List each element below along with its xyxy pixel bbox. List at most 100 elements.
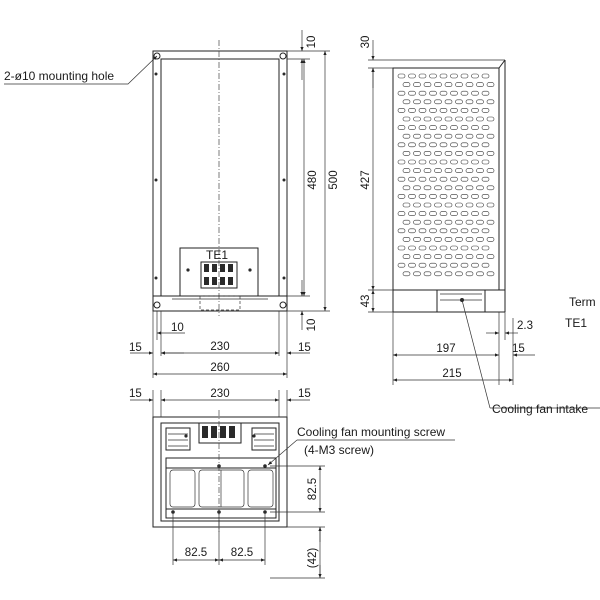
- vent-slot: [413, 99, 421, 105]
- vent-slot: [434, 185, 442, 191]
- vent-slot: [460, 73, 469, 79]
- frame-screw: [282, 72, 286, 76]
- dim-front-260: 260: [210, 362, 229, 374]
- vent-slot: [397, 108, 406, 113]
- mounting-hole-callout: 2-ø10 mounting hole: [4, 55, 158, 85]
- vent-slot: [408, 142, 416, 148]
- terminal-screw: [220, 277, 225, 285]
- vent-slot: [402, 202, 411, 208]
- terminal-fixing-screw: [248, 268, 252, 272]
- vent-slot: [434, 133, 442, 139]
- vent-slot: [476, 202, 484, 208]
- vent-slot: [439, 73, 448, 79]
- vent-slot: [486, 168, 495, 173]
- vent-slot: [423, 202, 432, 208]
- terminal-screw: [228, 264, 233, 272]
- bottom-terminal-screw: [211, 426, 217, 438]
- vent-slot: [418, 262, 427, 268]
- dim-bottom-right-15: 15: [298, 388, 311, 400]
- vent-slot: [465, 116, 474, 122]
- vent-slot: [402, 185, 411, 191]
- bottom-terminal-screw: [202, 426, 208, 438]
- vent-slot: [402, 271, 411, 277]
- bottom-vent-right: [251, 427, 277, 451]
- vent-slot: [402, 219, 411, 225]
- vent-slot: [471, 194, 479, 199]
- vent-slot: [434, 151, 442, 156]
- vent-slot: [460, 176, 469, 182]
- dim-bottom-82-5-vertical: 82.5: [307, 478, 319, 500]
- vent-slot: [402, 151, 411, 156]
- vent-slot: [444, 219, 453, 225]
- front-outer-plate: [152, 50, 288, 312]
- vent-slots: [397, 73, 495, 277]
- vent-slot: [465, 82, 474, 87]
- terminal-screw: [204, 264, 209, 272]
- dim-side-427: 427: [360, 170, 372, 189]
- vent-slot: [429, 176, 437, 182]
- vent-slot: [444, 82, 453, 87]
- vent-slot: [418, 142, 427, 148]
- mounting-hole-bottom-left: [153, 301, 161, 309]
- vent-slot: [434, 99, 442, 105]
- vent-slot: [429, 194, 437, 199]
- vent-slot: [471, 228, 479, 234]
- vent-slot: [465, 99, 474, 105]
- vent-slot: [444, 99, 453, 105]
- vent-slot: [434, 202, 442, 208]
- vent-slot: [397, 194, 406, 199]
- vent-slot: [471, 176, 479, 182]
- vent-slot: [413, 271, 421, 277]
- vent-slot: [450, 211, 458, 216]
- vent-slot: [418, 125, 427, 130]
- bottom-terminal-screw: [220, 426, 226, 438]
- vent-slot: [481, 73, 490, 79]
- vent-slot: [465, 185, 474, 191]
- vent-slot: [444, 116, 453, 122]
- vent-slot: [397, 245, 406, 251]
- dim-side-197: 197: [436, 343, 455, 355]
- vent-slot: [460, 262, 469, 268]
- vent-slot: [402, 82, 411, 87]
- vent-slot: [476, 116, 484, 122]
- vent-slot: [397, 262, 406, 268]
- vent-slot: [434, 237, 442, 242]
- vent-slot: [465, 202, 474, 208]
- vent-slot: [460, 159, 469, 165]
- vent-slot: [455, 116, 463, 122]
- vent-slot: [481, 228, 490, 234]
- vent-slot: [397, 176, 406, 182]
- vent-slot: [481, 108, 490, 113]
- vent-slot: [460, 245, 469, 251]
- vent-slot: [408, 159, 416, 165]
- dim-bottom-42: (42): [307, 548, 319, 569]
- vent-slot: [476, 99, 484, 105]
- vent-slot: [408, 228, 416, 234]
- vent-slot: [413, 151, 421, 156]
- front-view: TE1: [152, 40, 288, 316]
- vent-slot: [397, 159, 406, 165]
- vent-slot: [423, 151, 432, 156]
- terminal-screw: [212, 277, 217, 285]
- fan-grid-outer: [165, 457, 277, 519]
- bottom-fixing-screw: [252, 434, 256, 438]
- vent-slot: [460, 228, 469, 234]
- vent-slot: [455, 254, 463, 259]
- mounting-hole-bottom-right: [279, 301, 287, 309]
- vent-slot: [481, 159, 490, 165]
- vent-slot: [486, 185, 495, 191]
- vent-slot: [481, 245, 490, 251]
- vent-slot: [402, 99, 411, 105]
- fan-screw-label-1: Cooling fan mounting screw: [297, 425, 445, 439]
- vent-slot: [429, 211, 437, 216]
- vent-slot: [486, 237, 495, 242]
- vent-slot: [429, 245, 437, 251]
- vent-slot: [455, 99, 463, 105]
- vent-slot: [455, 219, 463, 225]
- vent-slot: [434, 254, 442, 259]
- dim-bottom-82-5-right: 82.5: [231, 547, 253, 559]
- vent-slot: [460, 125, 469, 130]
- vent-slot: [444, 271, 453, 277]
- vent-slot: [450, 90, 458, 96]
- vent-slot: [471, 108, 479, 113]
